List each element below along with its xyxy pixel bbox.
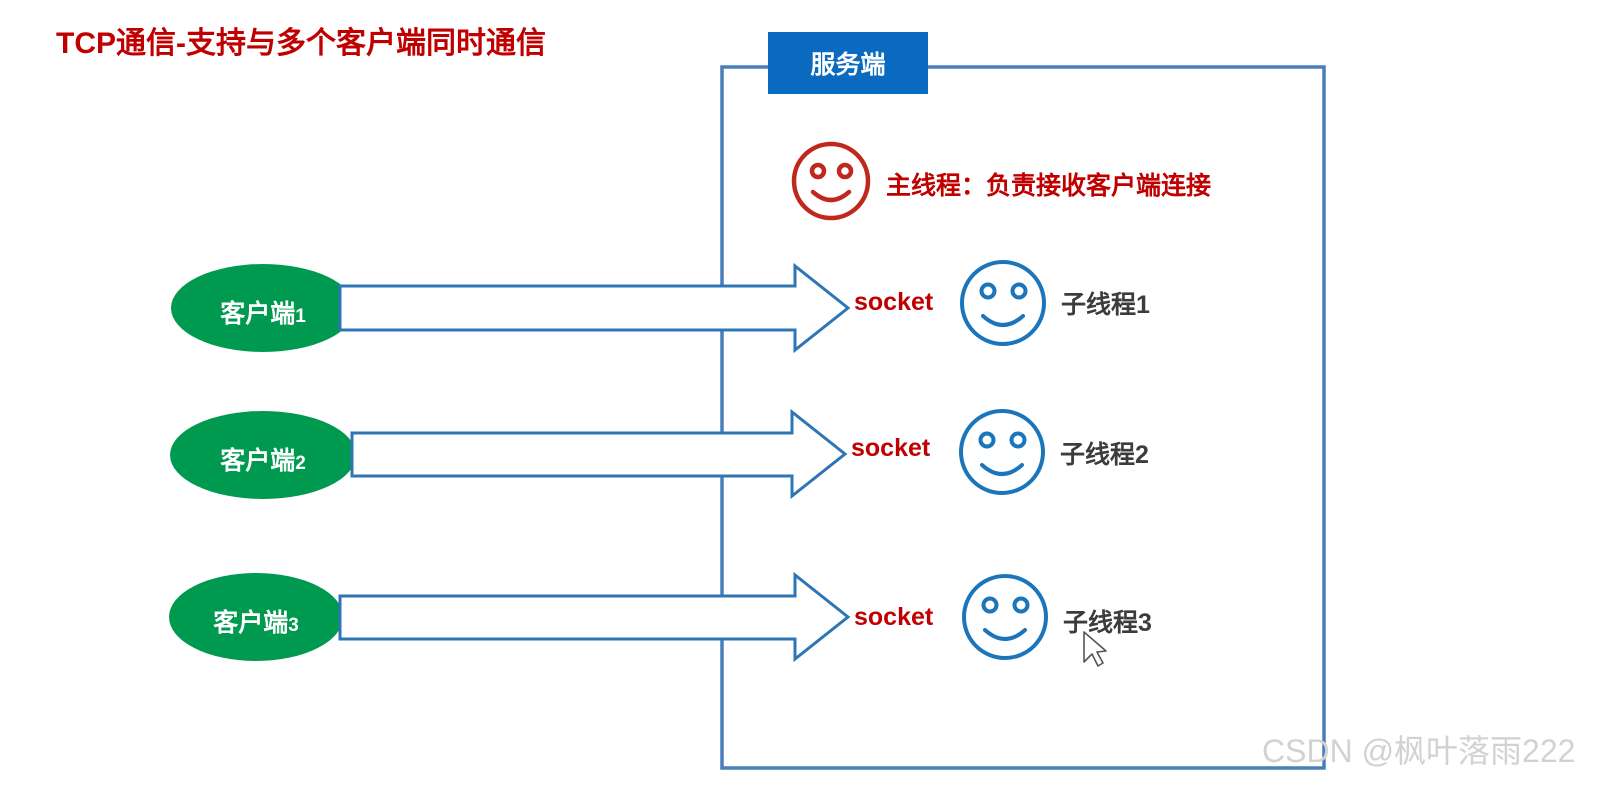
child-thread-smiley-icon-3 <box>962 574 1048 660</box>
client-label-1: 客户端1 <box>173 294 353 330</box>
child-thread-label-2: 子线程2 <box>1060 441 1149 469</box>
socket-label-3: socket <box>854 603 934 631</box>
client-ellipse-1[interactable] <box>171 264 355 352</box>
socket-label-1: socket <box>854 288 934 316</box>
server-box-label: 服务端 <box>810 51 886 79</box>
server-box[interactable]: 服务端 <box>768 32 928 94</box>
client-ellipse-3[interactable] <box>169 573 343 661</box>
child-thread-label-1: 子线程1 <box>1061 291 1150 319</box>
client-label-3: 客户端3 <box>166 603 346 639</box>
client-label-text-2: 客户端 <box>220 447 296 475</box>
main-thread-smiley-icon <box>791 141 871 221</box>
csdn-watermark: CSDN @枫叶落雨222 <box>1262 733 1576 769</box>
client-label-2: 客户端2 <box>173 441 353 477</box>
socket-label-2: socket <box>851 434 931 462</box>
server-container-rect <box>720 65 1326 770</box>
client-label-text-1: 客户端 <box>220 300 296 328</box>
client-label-index-2: 2 <box>295 453 306 474</box>
child-thread-label-3: 子线程3 <box>1063 609 1152 637</box>
mouse-pointer-icon <box>1083 631 1107 667</box>
client-label-text-3: 客户端 <box>213 609 289 637</box>
client-label-index-1: 1 <box>295 306 306 327</box>
connection-arrow-1 <box>338 262 851 354</box>
connection-arrow-3 <box>338 571 851 663</box>
page-title: TCP通信-支持与多个客户端同时通信 <box>56 27 546 60</box>
client-ellipse-2[interactable] <box>170 411 356 499</box>
connection-arrow-2 <box>350 408 848 500</box>
main-thread-label: 主线程：负责接收客户端连接 <box>886 172 1212 200</box>
client-label-index-3: 3 <box>288 615 299 636</box>
child-thread-smiley-icon-2 <box>959 409 1045 495</box>
child-thread-smiley-icon-1 <box>960 260 1046 346</box>
